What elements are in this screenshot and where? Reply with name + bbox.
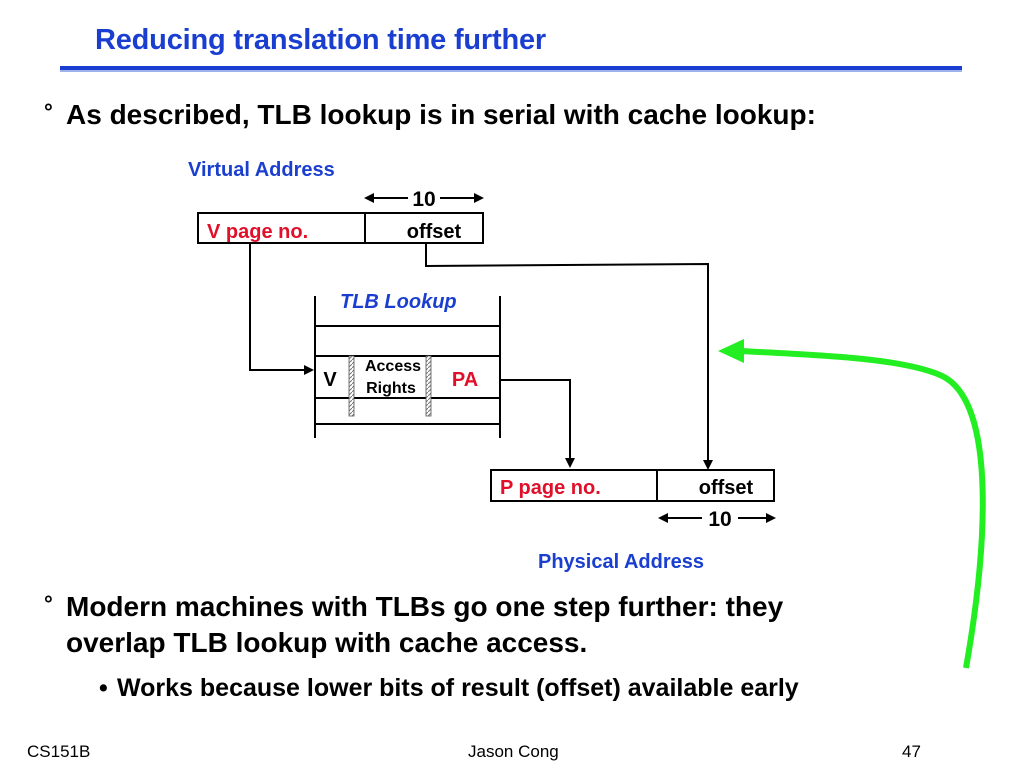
bullet-1-text: As described, TLB lookup is in serial wi… [66, 99, 816, 130]
slide-title: Reducing translation time further [95, 24, 546, 56]
bullet-2-continued: overlap TLB lookup with cache access. [66, 626, 587, 660]
sub-bullet-marker: • [99, 674, 108, 702]
tlb-table: V Access Rights PA [314, 296, 501, 438]
bullet-2: ° Modern machines with TLBs go one step … [44, 590, 784, 624]
physical-bits-label: 10 [708, 508, 731, 531]
footer-author: Jason Cong [468, 742, 559, 761]
tlb-lookup-label: TLB Lookup [340, 291, 457, 313]
footer-page-number: 47 [902, 742, 921, 761]
green-overlap-arrow [718, 339, 986, 669]
physical-bits-indicator: 10 [658, 508, 776, 531]
virtual-bits-indicator: 10 [364, 188, 484, 211]
bullet-2-text-continued: overlap TLB lookup with cache access. [66, 627, 588, 658]
pa-to-physical-arrow [500, 379, 575, 468]
virtual-address-box: V page no. offset [197, 212, 484, 244]
virtual-offset: offset [407, 221, 462, 243]
bullet-1: ° As described, TLB lookup is in serial … [44, 98, 816, 132]
sub-bullet: • Works because lower bits of result (of… [99, 674, 799, 703]
tlb-access-label-2: Rights [366, 380, 416, 397]
footer-course: CS151B [27, 742, 91, 761]
physical-page-number: P page no. [500, 477, 601, 499]
sub-bullet-text: Works because lower bits of result (offs… [117, 674, 799, 702]
bullet-marker: ° [44, 591, 53, 616]
vpn-to-tlb-arrow [249, 244, 314, 375]
virtual-page-number: V page no. [207, 221, 308, 243]
virtual-bits-label: 10 [412, 188, 435, 211]
physical-offset: offset [699, 477, 754, 499]
tlb-access-label-1: Access [365, 358, 421, 375]
physical-address-label: Physical Address [538, 551, 704, 573]
physical-address-box: P page no. offset [490, 469, 775, 502]
virtual-address-label: Virtual Address [188, 159, 335, 181]
title-underline [60, 66, 962, 70]
tlb-valid-bit: V [323, 369, 337, 391]
tlb-pa: PA [452, 369, 478, 391]
bullet-2-text: Modern machines with TLBs go one step fu… [66, 591, 784, 622]
offset-to-physical-arrow [425, 244, 713, 470]
bullet-marker: ° [44, 99, 53, 124]
